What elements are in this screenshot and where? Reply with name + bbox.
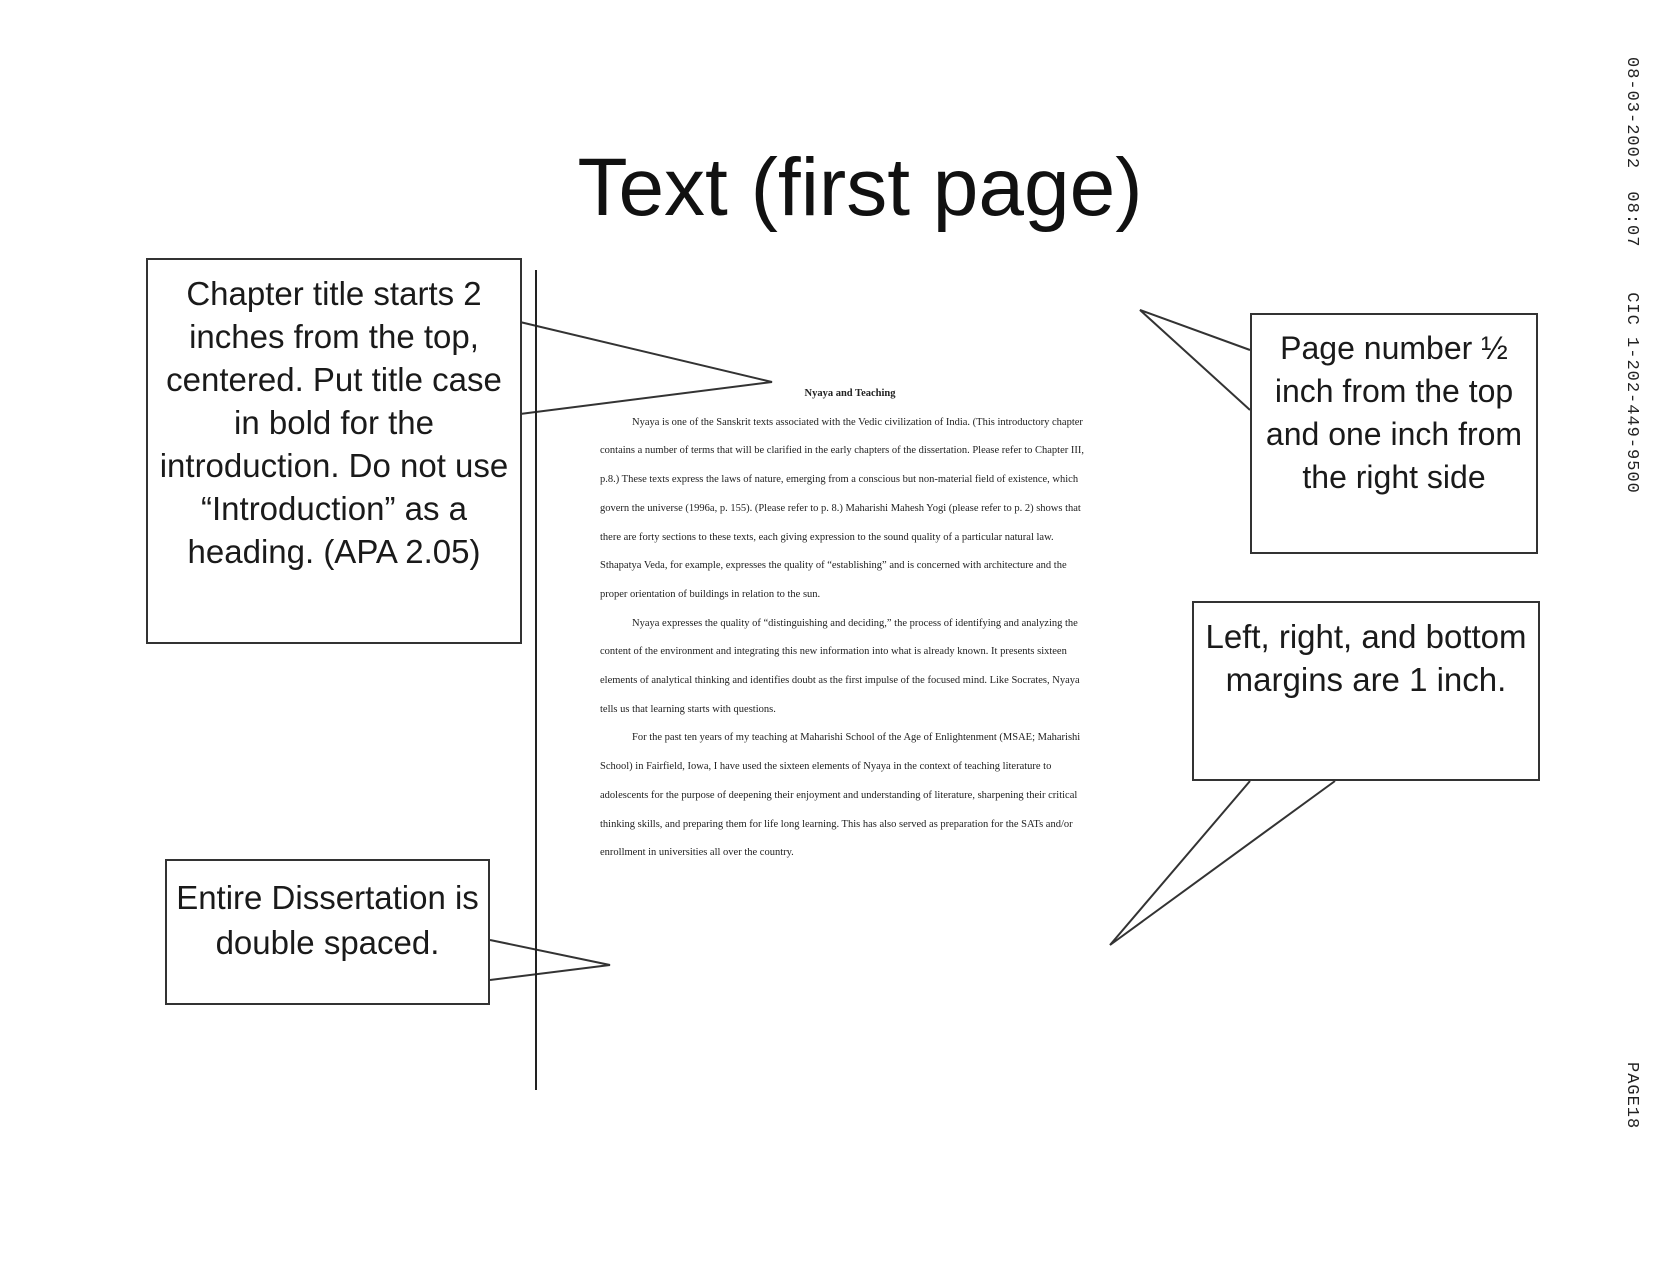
sample-paragraph: For the past ten years of my teaching at… [600,732,1081,859]
chapter-title-callout: Chapter title starts 2 inches from the t… [146,258,522,644]
fax-page-label: PAGE18 [1622,1062,1641,1130]
margins-pointer [1109,780,1336,946]
page-number-pointer [1139,309,1251,411]
sample-paragraph: Nyaya is one of the Sanskrit texts assoc… [600,416,1084,600]
sample-dissertation-page: Nyaya and Teaching Nyaya is one of the S… [600,380,1090,868]
page-number-callout: Page number ½ inch from the top and one … [1250,313,1538,554]
sample-paragraph: Nyaya expresses the quality of “distingu… [600,617,1080,715]
left-margin-line [535,270,537,1090]
chapter-title-pointer [519,321,773,415]
margins-callout: Left, right, and bottom margins are 1 in… [1192,601,1540,781]
slide-title: Text (first page) [577,142,1143,233]
double-spaced-callout: Entire Dissertation is double spaced. [165,859,490,1005]
sample-chapter-heading: Nyaya and Teaching [804,388,896,399]
fax-header: 08-03-2002 08:07 CIC 1-202-449-9500 [1622,57,1641,494]
double-spaced-pointer [489,939,611,981]
